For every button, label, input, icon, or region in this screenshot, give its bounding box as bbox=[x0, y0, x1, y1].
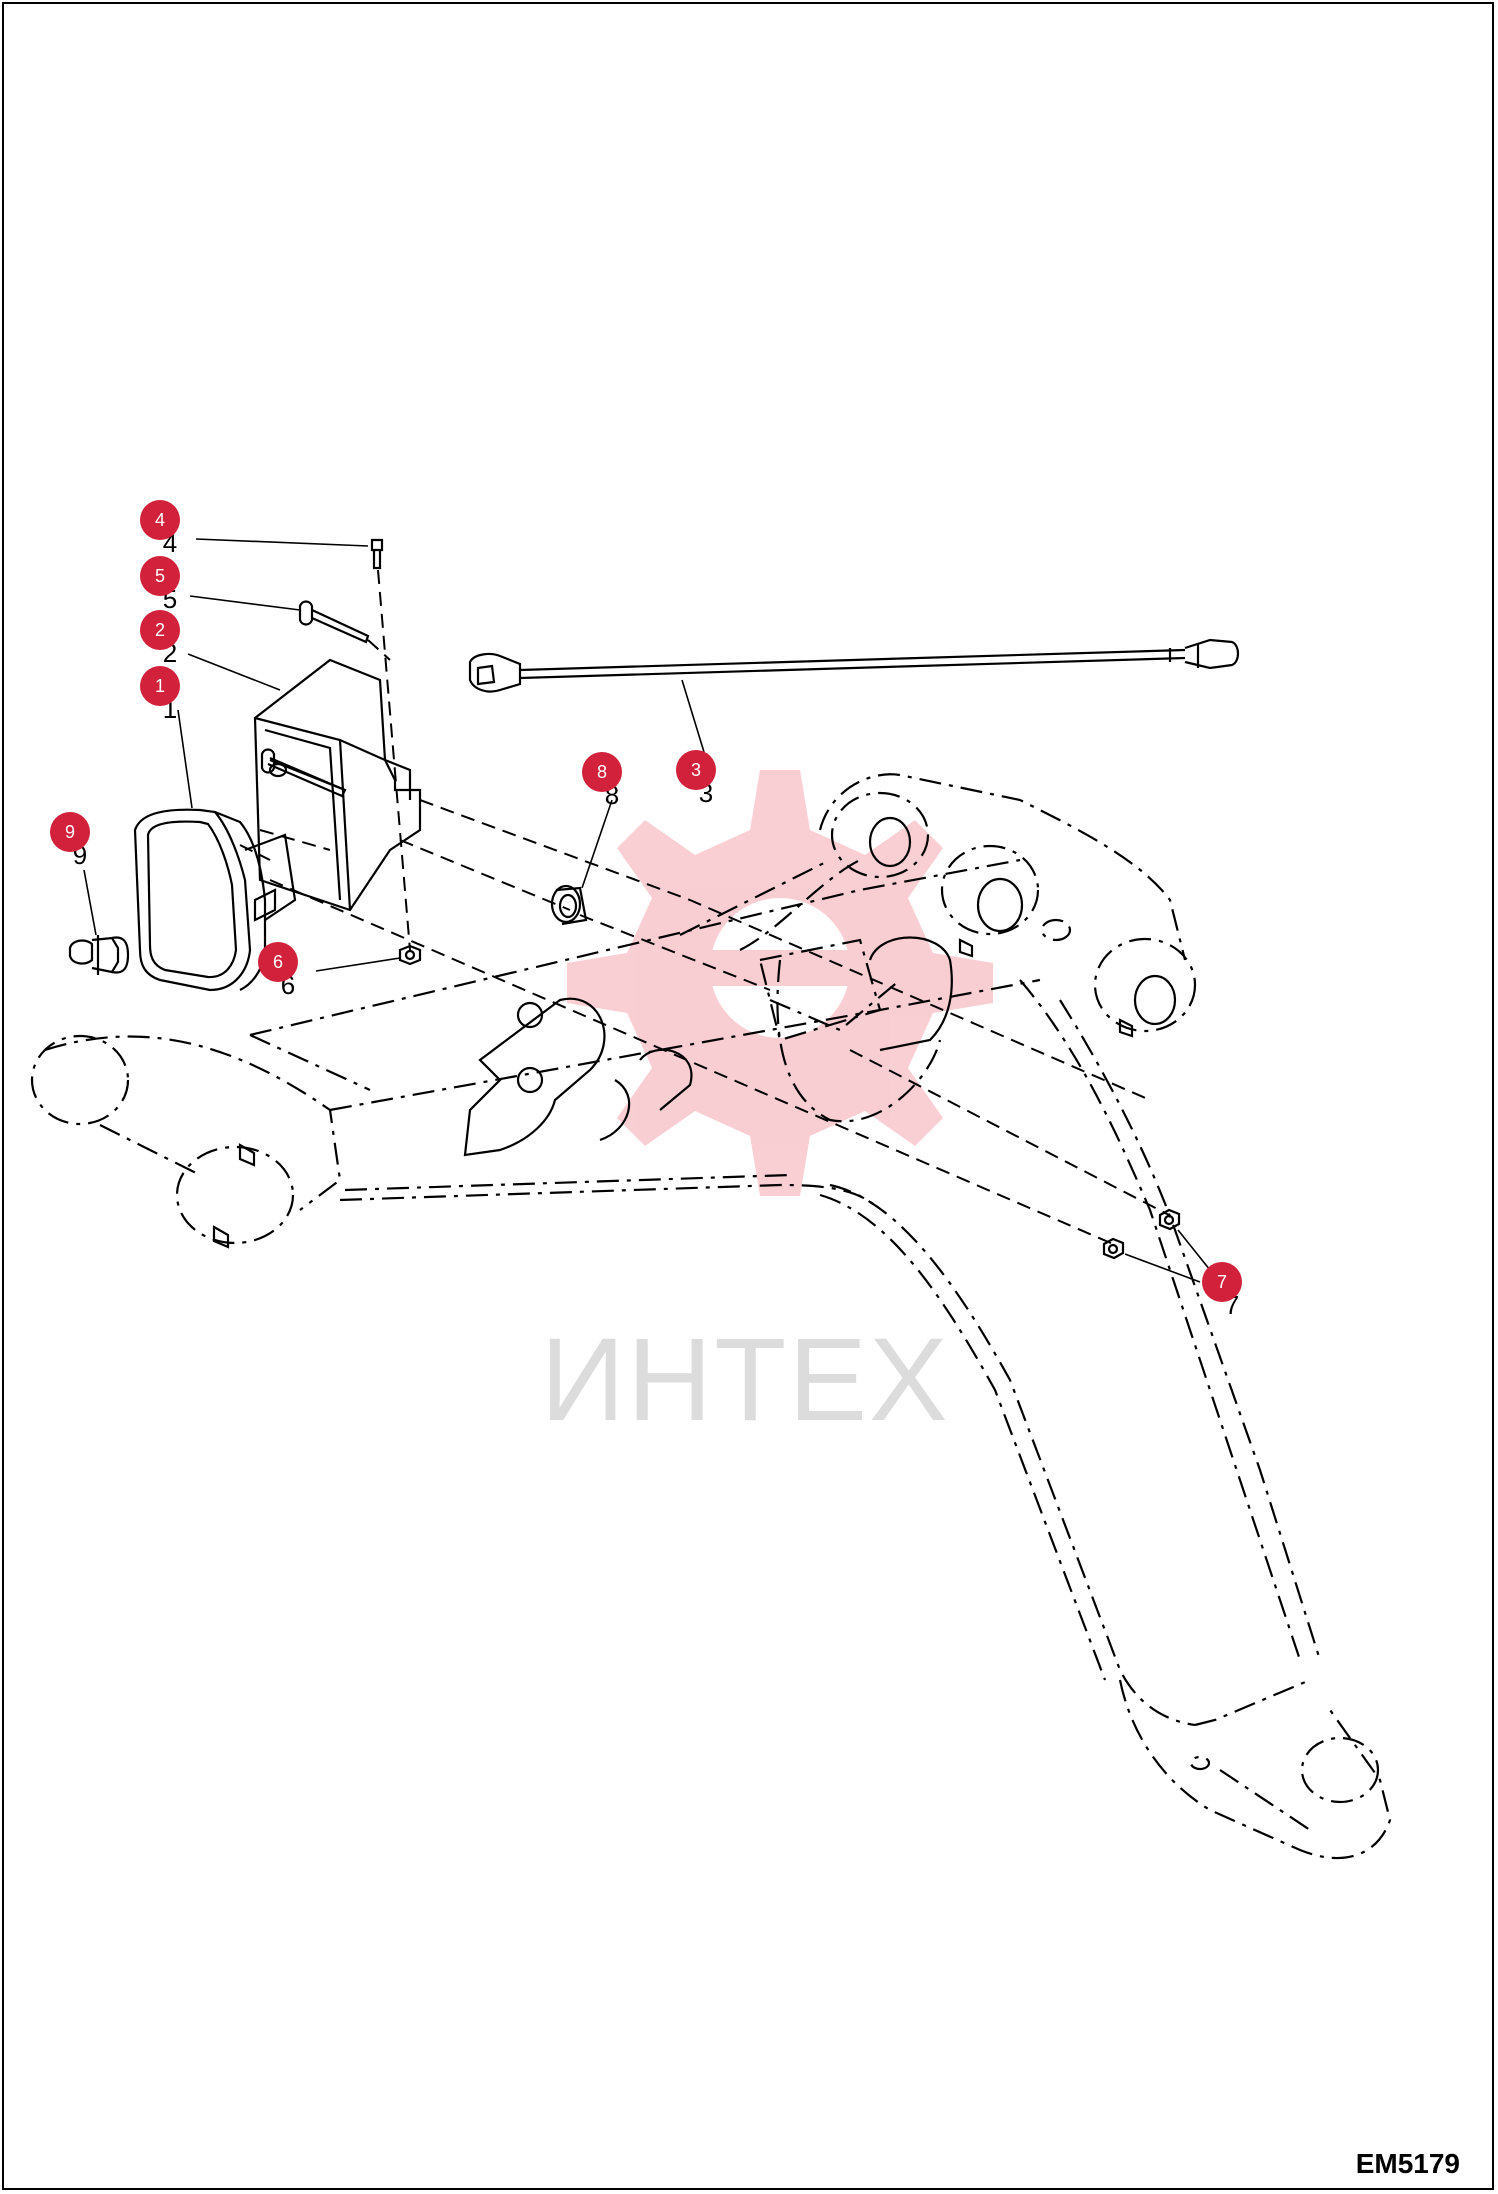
callout-8-label: 8 bbox=[597, 762, 607, 782]
callout-8[interactable]: 8 8 bbox=[582, 752, 622, 810]
wiring-harness-part-3 bbox=[468, 638, 1240, 693]
callout-4-circle bbox=[140, 500, 180, 540]
watermark-text: ИНТЕХ bbox=[540, 1314, 950, 1446]
callout-6-circle bbox=[258, 942, 298, 982]
leader-lines bbox=[83, 538, 1211, 1283]
bracket-part-2 bbox=[253, 658, 422, 912]
callout-5-label: 5 bbox=[155, 566, 165, 586]
callout-5[interactable]: 5 5 bbox=[140, 556, 180, 614]
callout-6-label: 6 bbox=[273, 952, 283, 972]
callout-7-circle bbox=[1202, 1262, 1242, 1302]
callout-4[interactable]: 4 4 bbox=[140, 500, 180, 558]
callout-1-circle bbox=[140, 666, 180, 706]
callout-7-label: 7 bbox=[1217, 1272, 1227, 1292]
callout-9-circle bbox=[50, 812, 90, 852]
boom-left-pivot bbox=[30, 1034, 130, 1126]
watermark: ИНТЕХ bbox=[540, 770, 993, 1446]
callout-2-circle bbox=[140, 610, 180, 650]
callouts: 4 4 5 5 2 2 1 1 9 9 6 6 8 bbox=[50, 500, 1242, 1320]
callout-9-label: 9 bbox=[65, 822, 75, 842]
callout-2[interactable]: 2 2 bbox=[140, 610, 180, 668]
callout-5-circle bbox=[140, 556, 180, 596]
callout-4-label: 4 bbox=[155, 510, 165, 530]
callout-3-label: 3 bbox=[691, 760, 701, 780]
bulb-part-9 bbox=[68, 935, 130, 975]
callout-8-circle bbox=[582, 752, 622, 792]
callout-6[interactable]: 6 6 bbox=[258, 942, 298, 1000]
hardware bbox=[260, 538, 1181, 1260]
drawing-reference-code: EM5179 bbox=[1355, 2148, 1460, 2179]
boom-bottom-eye bbox=[1300, 1736, 1380, 1804]
callout-2-label: 2 bbox=[155, 620, 165, 640]
callout-9[interactable]: 9 9 bbox=[50, 812, 90, 870]
work-light-part-1 bbox=[133, 808, 297, 992]
boom-solid-details bbox=[212, 816, 1177, 1249]
callout-1-label: 1 bbox=[155, 676, 165, 696]
callout-3-circle bbox=[676, 750, 716, 790]
callout-3[interactable]: 3 3 bbox=[676, 750, 716, 808]
boom-left-boss bbox=[175, 1145, 295, 1245]
callout-1[interactable]: 1 1 bbox=[140, 666, 180, 724]
boom-arm bbox=[30, 773, 1392, 1860]
watermark-gear-icon bbox=[567, 770, 993, 1196]
assembly-lines bbox=[239, 569, 1170, 1245]
callout-7[interactable]: 7 7 bbox=[1202, 1262, 1242, 1320]
